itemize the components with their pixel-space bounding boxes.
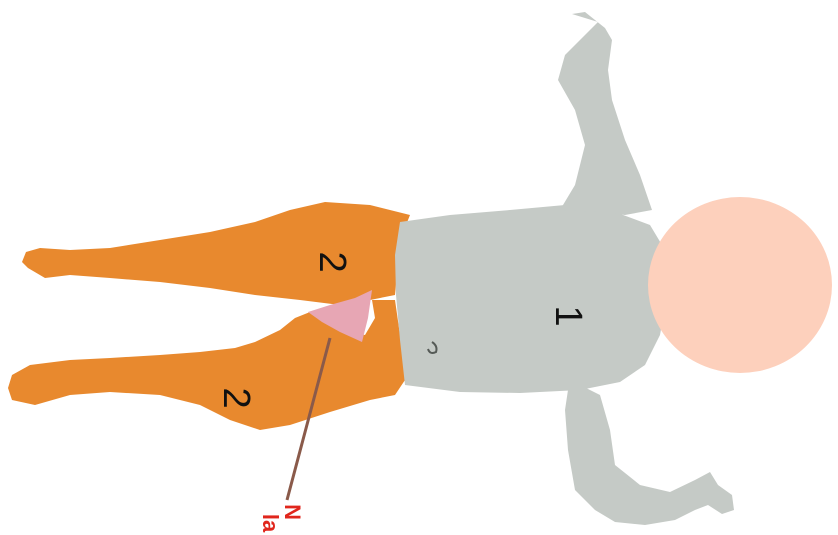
- callout-text-line2: la: [258, 514, 283, 533]
- head: [648, 197, 832, 373]
- region-label-leg-lower: 2: [215, 387, 257, 408]
- region-label-torso: 1: [547, 305, 589, 326]
- torso: [395, 205, 668, 393]
- lower-arm: [565, 385, 734, 525]
- region-label-leg-upper: 2: [311, 251, 353, 272]
- upper-arm: [558, 12, 652, 215]
